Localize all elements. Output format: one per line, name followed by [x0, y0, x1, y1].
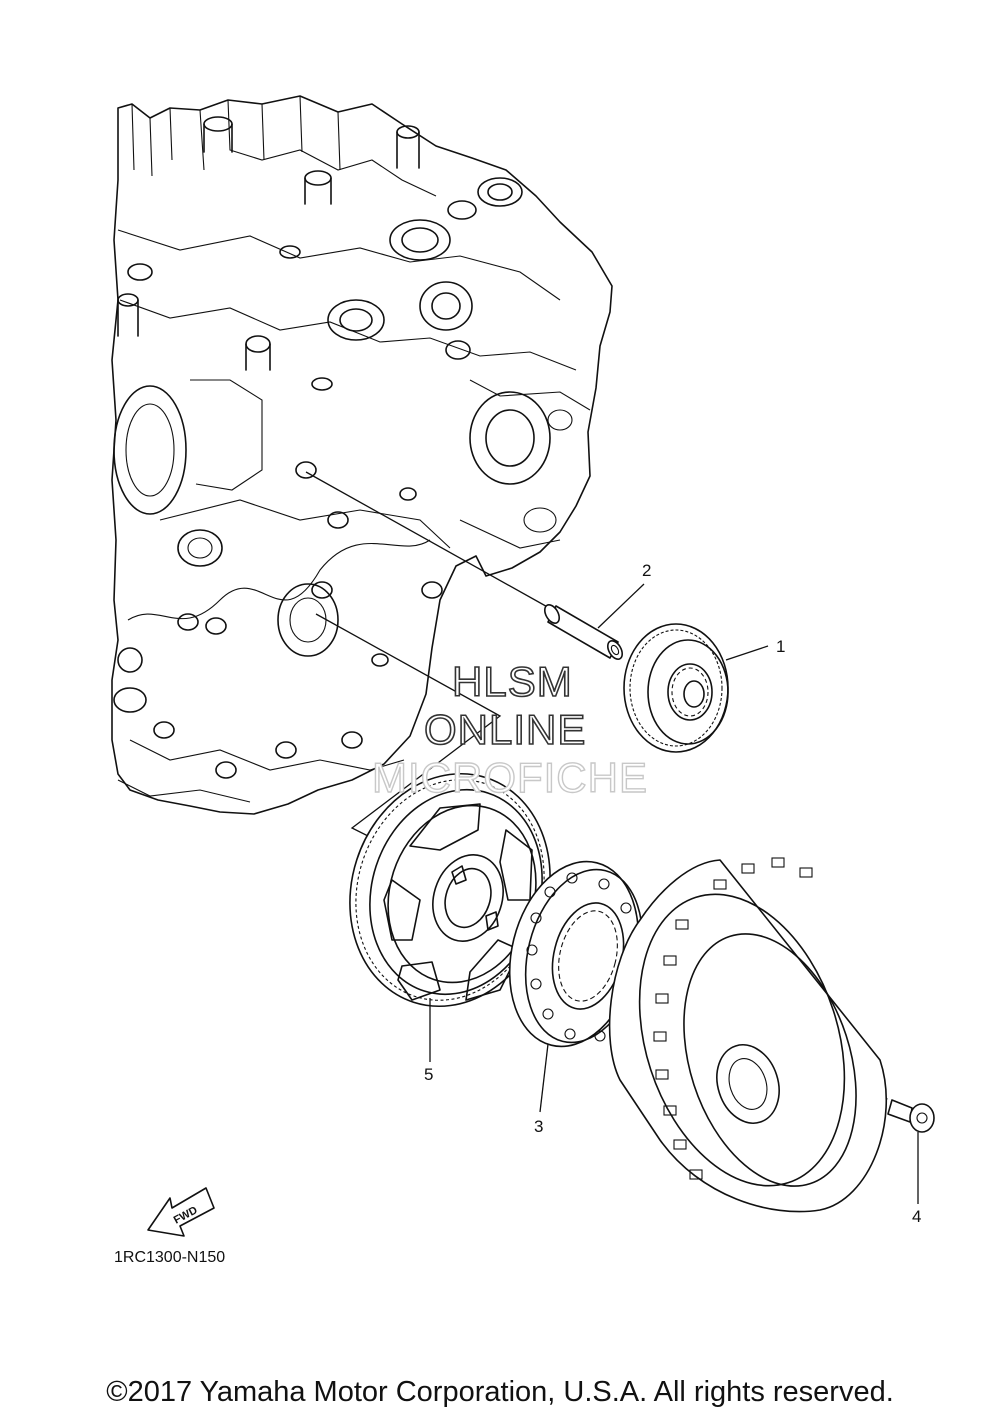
watermark: HLSM ONLINE MICROFICHE — [371, 657, 648, 802]
diagram-code: 1RC1300-N150 — [114, 1249, 225, 1266]
callout-3: 3 — [534, 1043, 549, 1136]
callout-number-2: 2 — [642, 561, 651, 580]
callout-2: 2 — [597, 561, 651, 629]
callout-number-3: 3 — [534, 1117, 543, 1136]
shaft-pin-part-2 — [543, 604, 624, 660]
rotor-magnet-windows — [653, 857, 813, 1180]
callout-number-4: 4 — [912, 1207, 921, 1226]
exploded-parts-diagram: 1 2 3 4 5 HLSM ONLINE MICROFICHE FWD 1RC… — [111, 95, 935, 1266]
crankcase-illustration — [111, 95, 613, 815]
watermark-line-3: MICROFICHE — [372, 754, 648, 801]
callout-4: 4 — [912, 1132, 921, 1226]
watermark-line-1: HLSM — [452, 658, 573, 705]
bolt-part-4 — [887, 1099, 935, 1133]
starter-gear-part-5 — [349, 772, 551, 1008]
copyright-notice: ©2017 Yamaha Motor Corporation, U.S.A. A… — [106, 1376, 894, 1408]
callout-number-1: 1 — [776, 637, 785, 656]
watermark-line-2: ONLINE — [424, 706, 586, 753]
callout-number-5: 5 — [424, 1065, 433, 1084]
callout-5: 5 — [424, 998, 433, 1084]
clutch-outer-rotor — [608, 857, 888, 1213]
callout-1: 1 — [725, 637, 785, 661]
idler-gear-part-1 — [623, 623, 729, 753]
fwd-arrow-icon: FWD — [147, 1187, 215, 1237]
